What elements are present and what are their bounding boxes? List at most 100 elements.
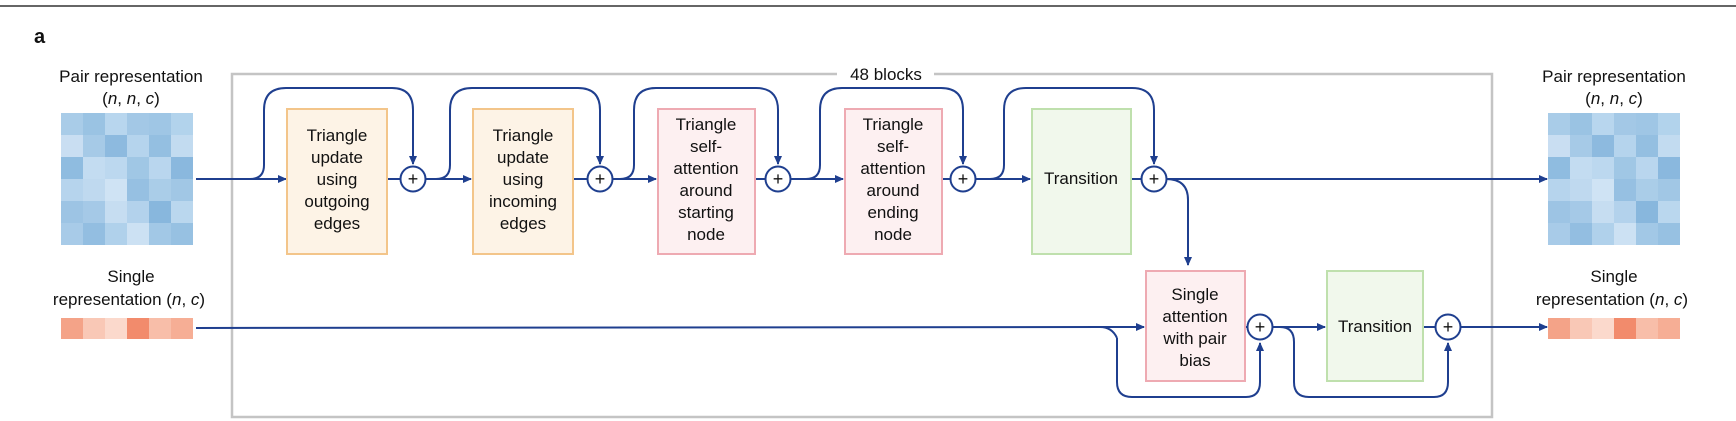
module-text: using: [317, 170, 358, 189]
heatmap-cell: [1592, 179, 1614, 201]
heatmap-cell: [1592, 113, 1614, 135]
heatmap-cell: [1570, 201, 1592, 223]
add-node: +: [1246, 313, 1274, 341]
heatmap-cell: [1570, 157, 1592, 179]
module-text: edges: [500, 214, 546, 233]
heatmap-cell: [105, 201, 127, 223]
heatmap-cell: [105, 113, 127, 135]
heatmap-cell: [149, 201, 171, 223]
svg-text:+: +: [958, 169, 969, 189]
heatmap-cell: [1636, 135, 1658, 157]
module-text: around: [867, 181, 920, 200]
strip-cell: [1570, 318, 1592, 339]
heatmap-cell: [127, 135, 149, 157]
module-box: [286, 108, 388, 255]
heatmap-cell: [171, 135, 193, 157]
heatmap-cell: [1614, 179, 1636, 201]
module-text: with pair: [1162, 329, 1227, 348]
heatmap-cell: [61, 135, 83, 157]
pair-heatmap: [61, 113, 193, 245]
module-text: Single: [1171, 285, 1218, 304]
strip-cell: [1614, 318, 1636, 339]
heatmap-cell: [83, 113, 105, 135]
heatmap-cell: [1614, 223, 1636, 245]
heatmap-cell: [1636, 223, 1658, 245]
residual-arrow: [1116, 338, 1264, 398]
module-triangle-update-outgoing: Triangle update using outgoing edges: [286, 108, 388, 255]
strip-cell: [61, 318, 83, 339]
heatmap-cell: [83, 135, 105, 157]
heatmap-cell: [61, 179, 83, 201]
module-triangle-attention-ending: Triangle self- attention around ending n…: [844, 108, 943, 255]
module-text: using: [503, 170, 544, 189]
heatmap-cell: [1570, 223, 1592, 245]
panel-label: a: [34, 26, 46, 48]
heatmap-cell: [127, 223, 149, 245]
add-nodes: + + + + + + +: [399, 165, 1462, 341]
svg-text:+: +: [1443, 317, 1454, 337]
heatmap-cell: [127, 201, 149, 223]
add-node: +: [586, 165, 614, 193]
svg-text:+: +: [408, 169, 419, 189]
single-output-title-line2: representation (n, c): [1536, 290, 1688, 309]
heatmap-cell: [1592, 223, 1614, 245]
heatmap-cell: [1570, 135, 1592, 157]
pair-input: Pair representation (n, n, c): [59, 67, 203, 245]
module-box: [1145, 270, 1246, 382]
heatmap-cell: [1614, 113, 1636, 135]
heatmap-cell: [171, 223, 193, 245]
module-single-transition: Transition: [1326, 270, 1424, 382]
strip-cell: [83, 318, 105, 339]
pair-input-dims: (n, n, c): [102, 89, 160, 108]
module-box: [1031, 108, 1132, 255]
connectors: [195, 87, 1548, 398]
heatmap-cell: [105, 135, 127, 157]
heatmap-cell: [1636, 179, 1658, 201]
module-text: self-: [877, 137, 909, 156]
heatmap-cell: [1658, 113, 1680, 135]
block-count-label: 48 blocks: [850, 65, 922, 84]
module-box: [472, 108, 574, 255]
pair-output-dims: (n, n, c): [1585, 89, 1643, 108]
heatmap-cell: [83, 157, 105, 179]
single-input: Single representation (n, c): [53, 267, 205, 339]
module-text: edges: [314, 214, 360, 233]
heatmap-cell: [1592, 135, 1614, 157]
module-text: starting: [678, 203, 734, 222]
single-input-title-line1: Single: [107, 267, 154, 286]
module-text: node: [874, 225, 912, 244]
module-text: Triangle: [863, 115, 924, 134]
module-triangle-attention-starting: Triangle self- attention around starting…: [657, 108, 756, 255]
heatmap-cell: [171, 179, 193, 201]
svg-text:+: +: [595, 169, 606, 189]
heatmap-cell: [1570, 113, 1592, 135]
module-text: Triangle: [676, 115, 737, 134]
module-triangle-update-incoming: Triangle update using incoming edges: [472, 108, 574, 255]
residual-arrow: [249, 87, 417, 180]
module-text: bias: [1179, 351, 1210, 370]
heatmap-cell: [1592, 201, 1614, 223]
heatmap-cell: [1592, 157, 1614, 179]
heatmap-cell: [1548, 135, 1570, 157]
heatmap-cell: [149, 223, 171, 245]
pair-input-title: Pair representation: [59, 67, 203, 86]
heatmap-cell: [1658, 223, 1680, 245]
single-strip: [1548, 318, 1680, 339]
heatmap-cell: [1614, 135, 1636, 157]
module-single-attention-pair-bias: Single attention with pair bias: [1145, 270, 1246, 382]
module-text: node: [687, 225, 725, 244]
heatmap-cell: [1548, 157, 1570, 179]
residual-arrow: [989, 87, 1158, 180]
pair-heatmap: [1548, 113, 1680, 245]
heatmap-cell: [61, 201, 83, 223]
heatmap-cell: [1570, 179, 1592, 201]
heatmap-cell: [149, 135, 171, 157]
heatmap-cell: [1636, 113, 1658, 135]
strip-cell: [1636, 318, 1658, 339]
strip-cell: [127, 318, 149, 339]
add-node: +: [1434, 313, 1462, 341]
heatmap-cell: [127, 157, 149, 179]
heatmap-cell: [149, 179, 171, 201]
heatmap-cell: [171, 113, 193, 135]
module-text: Triangle: [307, 126, 368, 145]
